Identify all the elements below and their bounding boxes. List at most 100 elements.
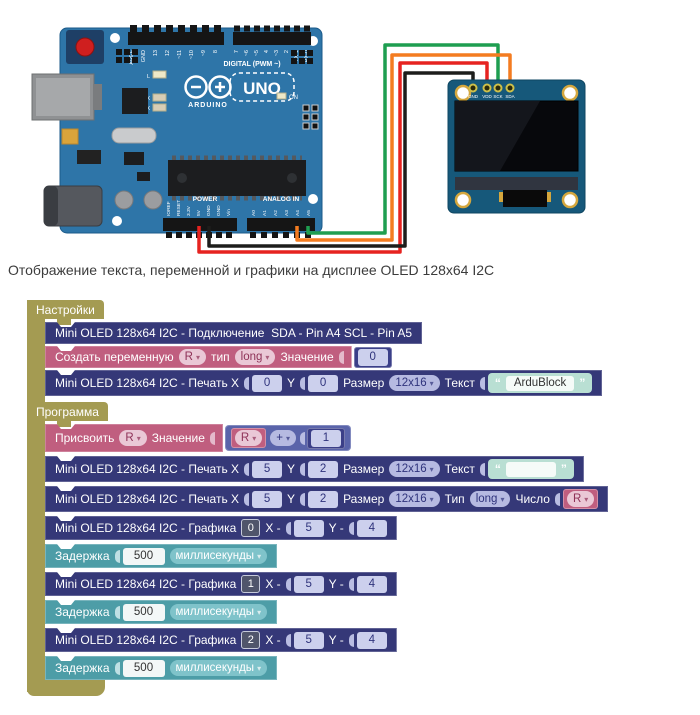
regulator xyxy=(77,150,101,164)
size-dropdown[interactable]: 12x16▾ xyxy=(389,461,440,477)
svg-text:SDA: SDA xyxy=(505,94,514,99)
mount-hole xyxy=(308,194,318,204)
operator-dropdown[interactable]: +▾ xyxy=(270,430,296,446)
ms-input[interactable]: 500 xyxy=(122,603,165,621)
svg-text:ARDUINO: ARDUINO xyxy=(188,102,228,109)
number-block[interactable]: 1 xyxy=(306,427,345,449)
svg-text:RESET: RESET xyxy=(176,200,182,216)
block-oled-graphic-0[interactable]: Mini OLED 128x64 I2C - Графика 0 X - 5 Y… xyxy=(45,516,397,540)
y-input[interactable]: 4 xyxy=(356,519,387,537)
x-input[interactable]: 5 xyxy=(293,631,324,649)
mount-hole xyxy=(454,191,472,209)
variable-dropdown[interactable]: R▾ xyxy=(234,430,263,446)
unit-dropdown[interactable]: миллисекунды▾ xyxy=(169,660,268,676)
program-group-tab[interactable]: Программа xyxy=(27,402,108,421)
svg-text:GND: GND xyxy=(468,94,479,99)
text-label: Текст xyxy=(444,462,475,476)
type-dropdown[interactable]: long▾ xyxy=(469,491,511,507)
operand-input[interactable]: 1 xyxy=(310,429,341,447)
socket xyxy=(285,633,291,647)
block-delay[interactable]: Задержка 500 миллисекунды▾ xyxy=(45,544,278,568)
y-input[interactable]: 0 xyxy=(308,374,339,392)
mcu-chip xyxy=(168,155,306,201)
block-assign-variable[interactable]: Присвоить R▾ Значение R▾ +▾ 1 xyxy=(45,424,351,452)
ms-input[interactable]: 500 xyxy=(122,659,165,677)
usb-connector xyxy=(31,73,102,121)
x-input[interactable]: 5 xyxy=(293,575,324,593)
analog-label: ANALOG IN xyxy=(263,196,300,203)
x-input[interactable]: 5 xyxy=(293,519,324,537)
text-block[interactable]: “ ArduBlock ” xyxy=(487,373,593,393)
blocks-workspace: Настройки Программа Mini OLED 128x64 I2C… xyxy=(0,296,700,715)
svg-text:~10: ~10 xyxy=(189,50,195,59)
text-block[interactable]: “ ” xyxy=(487,459,574,479)
graphic-index-badge[interactable]: 1 xyxy=(241,575,261,593)
block-oled-graphic-2[interactable]: Mini OLED 128x64 I2C - Графика 2 X - 5 Y… xyxy=(45,628,397,652)
variable-block[interactable]: R▾ xyxy=(562,489,599,509)
x-input[interactable]: 0 xyxy=(252,374,283,392)
expression-block[interactable]: R▾ +▾ 1 xyxy=(224,425,351,451)
x-input[interactable]: 5 xyxy=(252,490,283,508)
number-block[interactable]: 0 xyxy=(353,346,392,368)
graphic-index-badge[interactable]: 2 xyxy=(241,631,261,649)
y-input[interactable]: 4 xyxy=(356,575,387,593)
size-label: Размер xyxy=(343,376,385,390)
y-label: Y - xyxy=(328,577,344,591)
chevron-down-icon: ▾ xyxy=(285,433,290,443)
x-label: X - xyxy=(265,577,281,591)
y-input[interactable]: 2 xyxy=(308,460,339,478)
svg-text:GND: GND xyxy=(141,50,147,62)
svg-text:GND: GND xyxy=(216,205,222,216)
variable-dropdown[interactable]: R▾ xyxy=(119,430,147,446)
type-dropdown[interactable]: long▾ xyxy=(234,349,276,365)
block-label: Mini OLED 128x64 I2C - Печать X xyxy=(55,462,240,476)
x-label: X - xyxy=(265,521,281,535)
mount-hole xyxy=(561,84,579,102)
reset-button xyxy=(66,30,104,64)
chevron-down-icon: ▾ xyxy=(252,433,257,443)
graphic-index-badge[interactable]: 0 xyxy=(241,519,261,537)
oled-module: GND VDD SCK SDA xyxy=(447,79,586,214)
x-input[interactable]: 5 xyxy=(252,460,283,478)
text-input[interactable] xyxy=(505,461,556,477)
value-input[interactable]: 0 xyxy=(357,348,388,366)
y-input[interactable]: 4 xyxy=(356,631,387,649)
svg-text:~9: ~9 xyxy=(201,50,207,56)
svg-text:A1: A1 xyxy=(262,210,268,216)
open-quote-icon: “ xyxy=(494,462,501,476)
block-oled-print-text[interactable]: Mini OLED 128x64 I2C - Печать X 5 Y 2 Ра… xyxy=(45,456,584,482)
block-create-variable[interactable]: Создать переменную R▾ тип long▾ Значение… xyxy=(45,346,392,368)
variable-dropdown[interactable]: R▾ xyxy=(178,349,206,365)
unit-dropdown[interactable]: миллисекунды▾ xyxy=(169,604,268,620)
unit-dropdown[interactable]: миллисекунды▾ xyxy=(169,548,268,564)
variable-dropdown[interactable]: R▾ xyxy=(566,491,595,507)
socket xyxy=(285,577,291,591)
power-label: POWER xyxy=(193,196,218,203)
chevron-down-icon: ▾ xyxy=(584,494,589,504)
block-oled-connect[interactable]: Mini OLED 128x64 I2C - Подключение SDA -… xyxy=(45,322,423,344)
y-label: Y - xyxy=(328,521,344,535)
close-quote-icon: ” xyxy=(579,376,586,390)
y-label: Y - xyxy=(328,633,344,647)
variable-block[interactable]: R▾ xyxy=(230,428,267,448)
small-chip xyxy=(124,152,144,165)
value-label: Значение xyxy=(151,431,205,445)
block-delay[interactable]: Задержка 500 миллисекунды▾ xyxy=(45,600,278,624)
ms-input[interactable]: 500 xyxy=(122,547,165,565)
svg-text:GND: GND xyxy=(206,205,212,216)
wire-red-vdd xyxy=(197,61,489,254)
y-input[interactable]: 2 xyxy=(308,490,339,508)
size-dropdown[interactable]: 12x16▾ xyxy=(389,491,440,507)
socket xyxy=(244,492,250,506)
block-oled-print-number[interactable]: Mini OLED 128x64 I2C - Печать X 5 Y 2 Ра… xyxy=(45,486,609,512)
number-label: Число xyxy=(515,492,550,506)
block-delay[interactable]: Задержка 500 миллисекунды▾ xyxy=(45,656,278,680)
block-oled-graphic-1[interactable]: Mini OLED 128x64 I2C - Графика 1 X - 5 Y… xyxy=(45,572,397,596)
block-oled-print-text[interactable]: Mini OLED 128x64 I2C - Печать X 0 Y 0 Ра… xyxy=(45,370,603,396)
settings-group-tab[interactable]: Настройки xyxy=(27,300,104,319)
caption: Отображение текста, переменной и графики… xyxy=(8,262,495,278)
size-dropdown[interactable]: 12x16▾ xyxy=(389,375,440,391)
text-input[interactable]: ArduBlock xyxy=(505,375,575,391)
socket xyxy=(554,492,560,506)
wire-black-gnd xyxy=(207,71,475,248)
